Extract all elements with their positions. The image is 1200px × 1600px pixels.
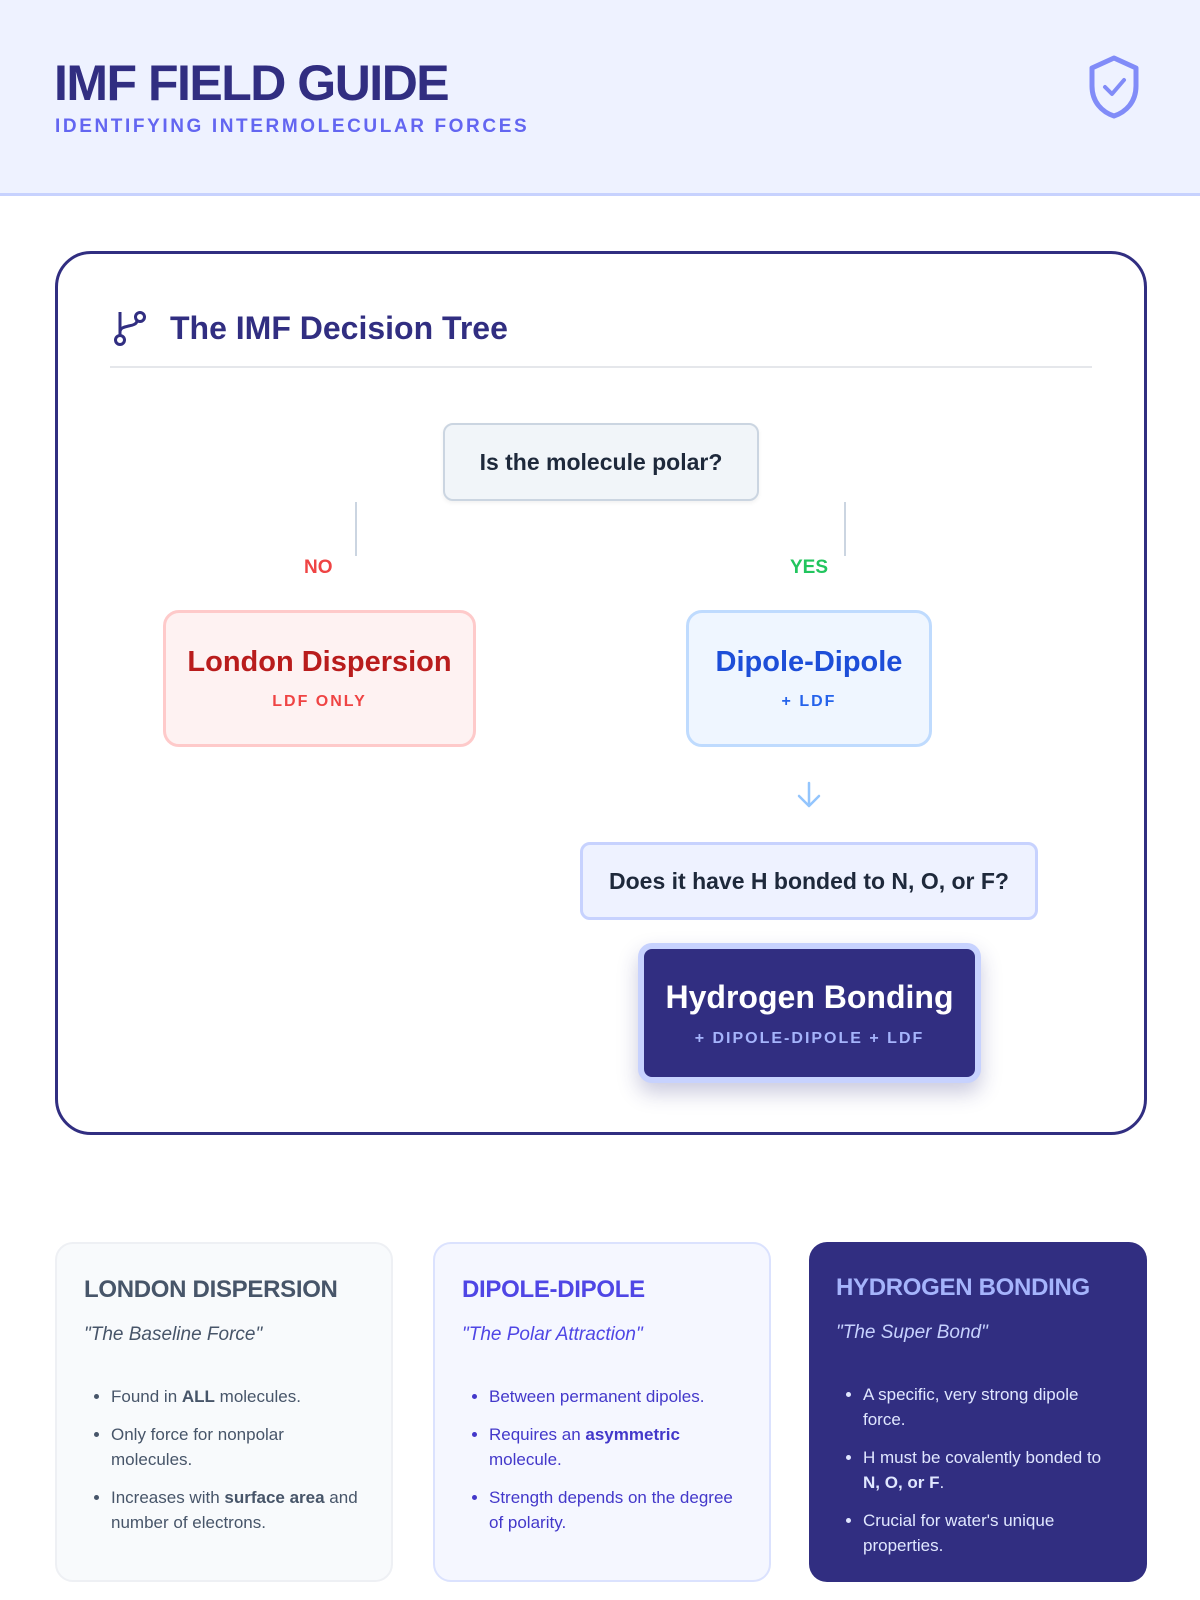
card-quote: "The Baseline Force" (84, 1324, 263, 1345)
decision-tree-title: The IMF Decision Tree (170, 310, 508, 346)
list-item: Only force for nonpolar molecules. (111, 1422, 364, 1472)
yes-label: YES (790, 557, 829, 578)
item-text: Strength depends on the degree of polari… (489, 1488, 733, 1532)
page-subtitle: IDENTIFYING INTERMOLECULAR FORCES (55, 116, 530, 137)
card-quote: "The Super Bond" (836, 1322, 988, 1343)
item-text: molecule. (489, 1450, 562, 1469)
arrow-down-icon (797, 781, 821, 808)
list-item: Requires an asymmetric molecule. (489, 1422, 742, 1472)
item-text: . (939, 1473, 945, 1492)
list-item: Increases with surface area and number o… (111, 1485, 364, 1535)
hydrogen-bonding-card: HYDROGEN BONDING "The Super Bond" A speci… (809, 1242, 1147, 1582)
card-title: LONDON DISPERSION (84, 1276, 338, 1303)
list-item: Strength depends on the degree of polari… (489, 1485, 742, 1535)
no-label: NO (304, 557, 333, 578)
item-text: Requires an (489, 1425, 586, 1444)
item-text: molecules. (214, 1387, 301, 1406)
item-text: A specific, very strong dipole force. (863, 1385, 1079, 1429)
card-title: HYDROGEN BONDING (836, 1274, 1090, 1301)
list-item: A specific, very strong dipole force. (863, 1382, 1120, 1432)
item-emphasis: surface area (224, 1488, 325, 1507)
node-title: Dipole-Dipole (715, 646, 903, 678)
card-list: Between permanent dipoles. Requires an as… (462, 1384, 742, 1535)
list-item: Between permanent dipoles. (489, 1384, 742, 1409)
node-subtitle: + DIPOLE-DIPOLE + LDF (694, 1029, 925, 1047)
node-subtitle: LDF ONLY (272, 693, 367, 710)
item-emphasis: asymmetric (585, 1425, 680, 1444)
dipole-dipole-card: DIPOLE-DIPOLE "The Polar Attraction" Betw… (433, 1242, 771, 1582)
card-list: Found in ALL molecules. Only force for no… (84, 1384, 364, 1535)
item-text: Found in (111, 1387, 182, 1406)
page-title: IMF FIELD GUIDE (54, 55, 450, 111)
connector-no (355, 502, 357, 556)
divider (110, 366, 1092, 368)
item-emphasis: ALL (181, 1387, 215, 1406)
item-text: H must be covalently bonded to (863, 1448, 1102, 1467)
git-branch-icon (114, 311, 146, 346)
connector-yes (844, 502, 846, 556)
list-item: Crucial for water's unique properties. (863, 1508, 1120, 1558)
card-quote: "The Polar Attraction" (462, 1324, 643, 1345)
london-dispersion-card: LONDON DISPERSION "The Baseline Force" Fo… (55, 1242, 393, 1582)
polar-question-node: Is the molecule polar? (443, 423, 759, 501)
list-item: H must be covalently bonded to N, O, or … (863, 1445, 1120, 1495)
london-dispersion-node: London Dispersion LDF ONLY (163, 610, 476, 747)
item-text: and number of electrons. (111, 1488, 358, 1532)
card-list: A specific, very strong dipole force. H m… (836, 1382, 1120, 1558)
node-title: Hydrogen Bonding (665, 978, 954, 1015)
hydrogen-bonding-node: Hydrogen Bonding + DIPOLE-DIPOLE + LDF (638, 943, 981, 1083)
decision-tree-card (55, 251, 1147, 1135)
hydrogen-question-node: Does it have H bonded to N, O, or F? (580, 842, 1038, 920)
item-text: Only force for nonpolar molecules. (111, 1425, 284, 1469)
node-title: London Dispersion (187, 646, 452, 678)
card-title: DIPOLE-DIPOLE (462, 1276, 645, 1303)
item-text: Crucial for water's unique properties. (863, 1511, 1055, 1555)
shield-check-icon (1089, 55, 1139, 119)
header (0, 0, 1200, 196)
item-emphasis: N, O, or F (863, 1473, 940, 1492)
item-text: Between permanent dipoles. (489, 1387, 705, 1406)
node-subtitle: + LDF (781, 693, 837, 710)
item-text: Increases with (111, 1488, 225, 1507)
dipole-dipole-node: Dipole-Dipole + LDF (686, 610, 932, 747)
list-item: Found in ALL molecules. (111, 1384, 364, 1409)
